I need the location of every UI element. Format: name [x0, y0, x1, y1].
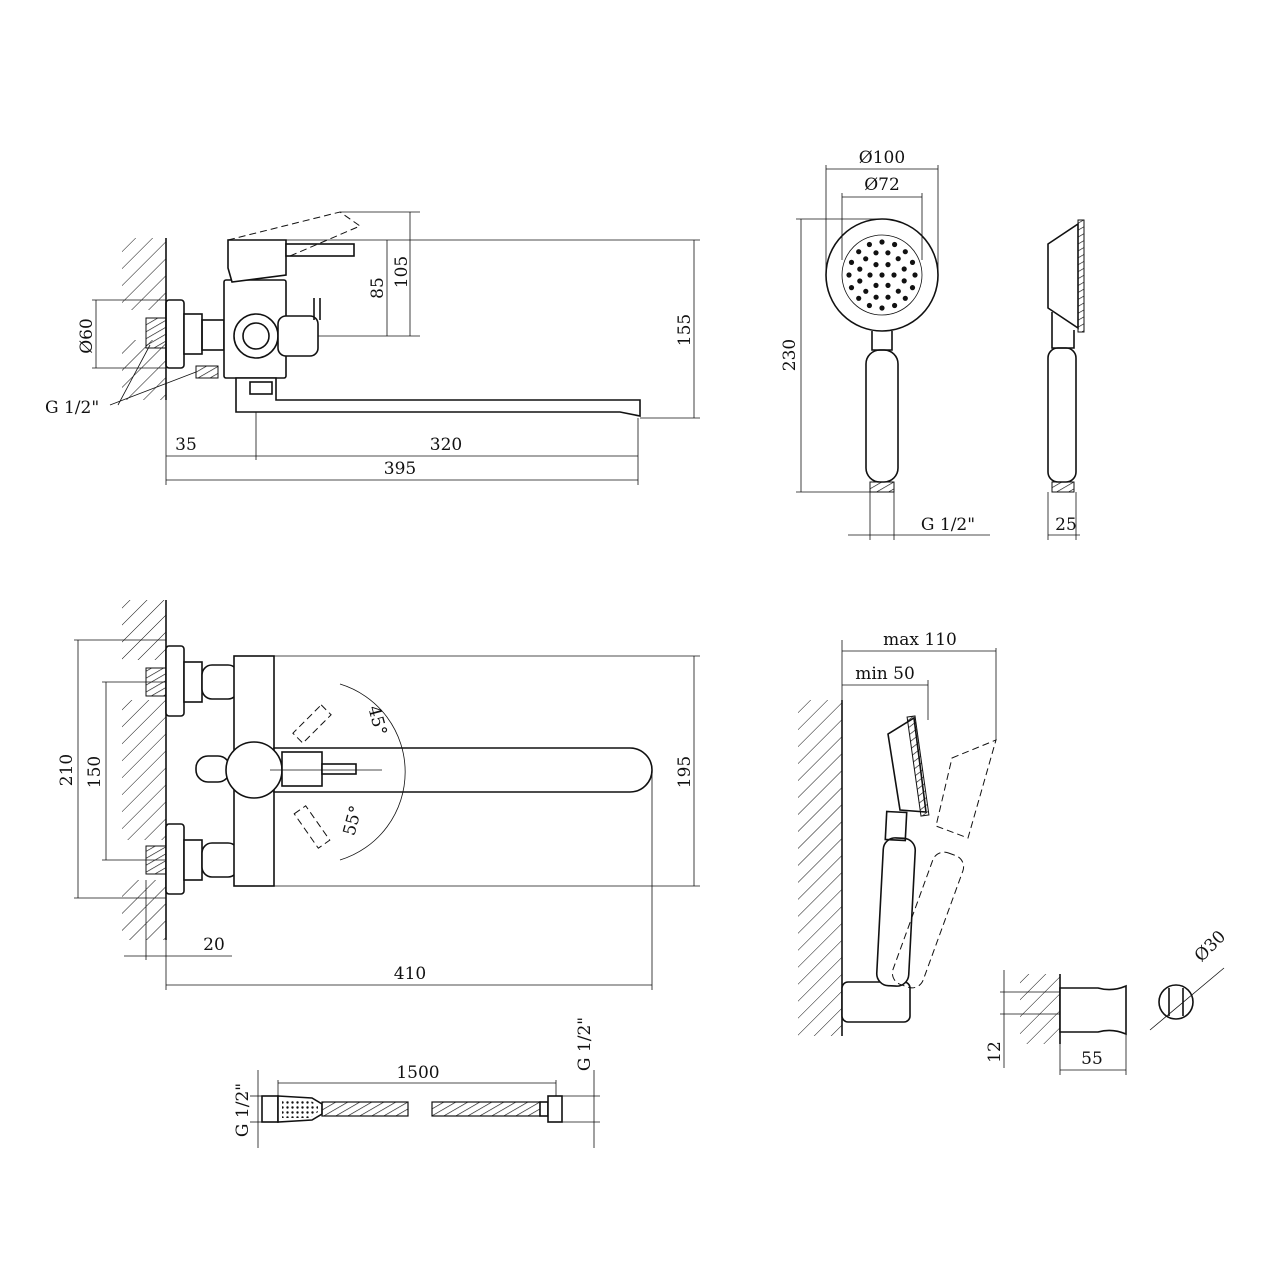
top-center-distance: 150 — [85, 756, 105, 788]
hose-view: 1500 G 1/2" G 1/2" — [233, 1017, 600, 1148]
nozzle-dot — [885, 262, 891, 268]
nozzle-dot — [866, 241, 873, 248]
holder-dia: Ø30 — [1191, 927, 1230, 966]
hose-thread-right: G 1/2" — [575, 1017, 595, 1071]
nozzle-dots — [846, 239, 918, 311]
top-angle-up: 45° — [363, 704, 390, 738]
nozzle-dot — [902, 249, 908, 255]
nozzle-dot — [892, 302, 898, 309]
wall-hatch — [122, 238, 167, 400]
nozzle-dot — [879, 305, 885, 311]
side-total-length: 395 — [384, 459, 416, 479]
nozzle-dot — [891, 272, 897, 278]
nozzle-dot — [912, 272, 918, 278]
nozzle-dot — [901, 278, 907, 284]
side-height-spout: 155 — [675, 314, 695, 346]
lever-ghost-up — [292, 704, 332, 744]
nozzle-dot — [879, 239, 885, 245]
nozzle-dot — [856, 295, 862, 301]
nozzle-dot — [848, 259, 855, 265]
hose-thread-left: G 1/2" — [233, 1083, 253, 1137]
nozzle-dot — [885, 282, 891, 288]
nozzle-dot — [857, 278, 863, 284]
side-height-body: 85 — [368, 277, 388, 299]
hose-length: 1500 — [396, 1063, 439, 1083]
nozzle-dot — [857, 266, 863, 272]
side-height-lever: 105 — [392, 256, 412, 288]
head-inner-dia: Ø72 — [864, 175, 900, 195]
side-thread: G 1/2" — [45, 398, 99, 418]
nozzle-dot — [892, 241, 898, 248]
holder-max: max 110 — [883, 630, 957, 650]
nozzle-dot — [909, 259, 916, 265]
nozzle-dot — [848, 285, 855, 291]
nozzle-dot — [873, 282, 879, 288]
side-wall-offset: 35 — [175, 435, 197, 455]
nozzle-dot — [895, 256, 901, 262]
side-flange-dia: Ø60 — [77, 318, 97, 354]
nozzle-dot — [885, 294, 891, 300]
side-view: 105 85 155 Ø60 G 1/2" 35 320 395 — [45, 211, 700, 485]
top-spout-width: 195 — [675, 756, 695, 788]
nozzle-dot — [879, 272, 885, 278]
nozzle-dot — [902, 295, 908, 301]
nozzle-dot — [909, 285, 916, 291]
holder-detail: 12 55 Ø30 — [985, 927, 1230, 1075]
shower-handle-dia: 25 — [1055, 515, 1077, 535]
shower-head-side: 25 — [1047, 219, 1085, 540]
nozzle-dot — [863, 256, 869, 262]
shower-thread: G 1/2" — [921, 515, 975, 535]
nozzle-dot — [867, 272, 873, 278]
side-spout-length: 320 — [430, 435, 462, 455]
nozzle-dot — [873, 250, 879, 256]
holder-view: max 110 min 50 — [798, 630, 997, 1036]
nozzle-dot — [873, 262, 879, 268]
holder-width: 12 — [985, 1041, 1005, 1063]
shower-length: 230 — [780, 339, 800, 371]
top-total-length: 410 — [394, 964, 426, 984]
nozzle-dot — [846, 272, 852, 278]
nozzle-dot — [863, 288, 869, 294]
holder-min: min 50 — [855, 664, 915, 684]
top-wall-offset: 20 — [203, 935, 225, 955]
nozzle-dot — [895, 288, 901, 294]
nozzle-dot — [856, 249, 862, 255]
head-outer-dia: Ø100 — [859, 148, 905, 168]
nozzle-dot — [901, 266, 907, 272]
top-angle-down: 55° — [340, 804, 367, 838]
nozzle-dot — [866, 302, 873, 309]
shower-head-front: Ø100 Ø72 230 G 1/2" — [780, 148, 990, 540]
top-view: 210 150 195 45° 55° 20 410 — [57, 600, 700, 990]
nozzle-dot — [885, 250, 891, 256]
lever-ghost-down — [293, 805, 331, 849]
top-total-height: 210 — [57, 754, 77, 786]
holder-length: 55 — [1081, 1049, 1103, 1069]
nozzle-dot — [873, 294, 879, 300]
